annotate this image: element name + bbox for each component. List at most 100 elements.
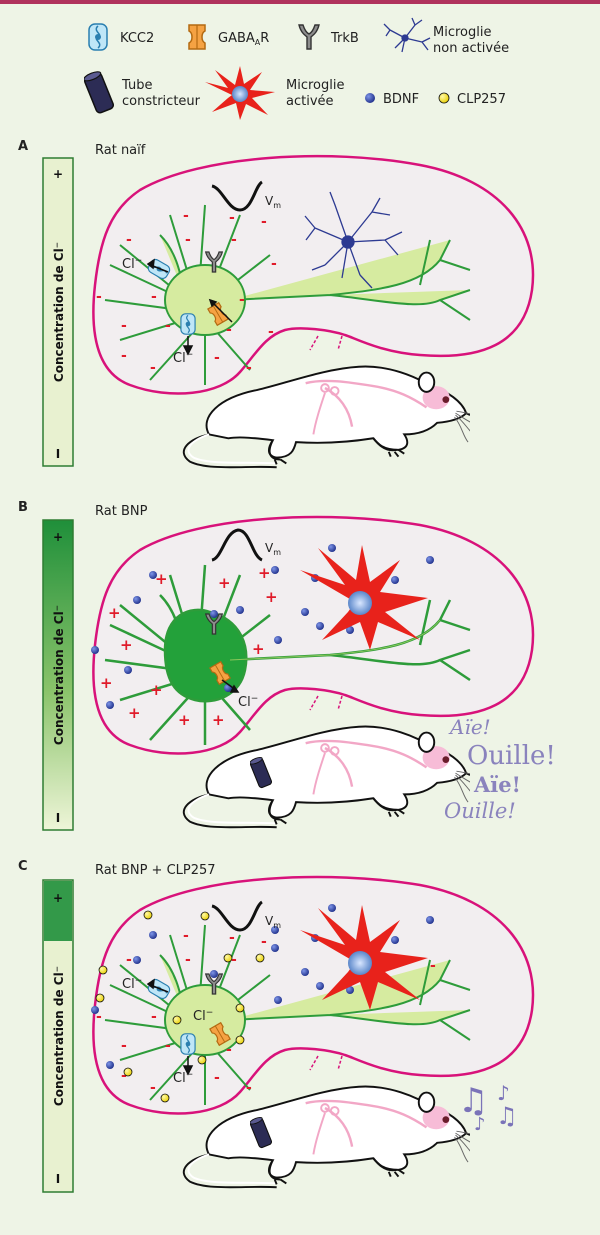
panel-c-activated-microglia [300,905,428,1010]
panel-c-title: Rat BNP + CLP257 [95,863,216,878]
svg-text:-: - [214,1070,220,1086]
panel-b-chloride-bar: + I Concentration de Cl⁻ [42,519,74,831]
svg-text:-: - [121,318,127,334]
legend-kcc2-label: KCC2 [120,31,154,46]
panel-c-vm-label: Vm [265,914,281,930]
activated-microglia-icon [205,66,275,120]
panel-c-vm-trace [211,900,264,932]
panel-b-vm-trace [211,528,263,562]
svg-text:-: - [126,232,132,248]
svg-text:-: - [214,350,220,366]
panel-b-ouch-1: Aïe! [448,715,491,739]
trkb-icon [298,24,320,50]
panel-a-bar-plus: + [53,167,63,181]
panel-b-title: Rat BNP [95,504,148,519]
panel-b-ouch-4: Ouille! [444,799,516,823]
panel-b-cl-label: Cl− [238,694,258,710]
constrictor-tube-icon [84,70,114,115]
svg-text:-: - [150,1080,156,1096]
panel-b-letter: B [18,500,28,515]
svg-text:-: - [126,952,132,968]
top-accent-bar [0,0,600,4]
panel-a-cl-label-lower: Cl− [173,350,193,366]
legend-resting-microglia-line2: non activée [433,41,509,56]
legend-tube-line1: Tube [121,78,152,93]
panel-c-bar-label: Concentration de Cl⁻ [52,966,66,1106]
panel-c-flux-arrows [146,978,194,1076]
panel-b-bar-minus: I [56,811,60,825]
svg-text:-: - [261,934,267,950]
panel-b-ouch-2: Ouille! [467,741,556,771]
panel-a-flux-arrows [146,258,233,356]
svg-text:-: - [150,360,156,376]
panel-c-trkb-bound-bdnf [210,970,218,978]
panel-b-ouch-3: Aïe! [473,772,521,797]
panel-c-clp257-dots [95,910,265,1103]
svg-text:-: - [121,1068,127,1084]
legend-activated-microglia-line2: activée [286,94,334,109]
panel-c-kcc2-lower-icon [180,1033,196,1055]
panel-c: C Rat BNP + CLP257 + I Concentration de … [18,859,535,1193]
panel-b-bar-label: Concentration de Cl⁻ [52,605,66,745]
svg-text:+: + [178,711,191,729]
svg-text:-: - [165,318,171,334]
svg-text:+: + [108,604,121,622]
svg-text:-: - [183,928,189,944]
panel-a: A Rat naïf + I Concentration de Cl⁻ --- … [18,139,535,469]
legend: KCC2 GABAAR TrkB Microglie non activée T… [84,17,509,120]
svg-text:-: - [151,289,157,305]
panel-a-title: Rat naïf [95,143,146,158]
svg-text:+: + [212,711,225,729]
panel-a-kcc2-lower-icon [180,313,196,335]
svg-text:-: - [183,208,189,224]
svg-text:-: - [185,232,191,248]
svg-text:+: + [120,636,133,654]
legend-bdnf-label: BDNF [383,92,419,107]
svg-text:-: - [226,322,232,338]
panel-c-bar-minus: I [56,1172,60,1186]
panel-c-letter: C [18,859,28,874]
svg-text:-: - [271,256,277,272]
panel-a-bar-label: Concentration de Cl⁻ [52,242,66,382]
svg-text:+: + [100,674,113,692]
legend-activated-microglia-line1: Microglie [286,78,344,93]
panel-a-link-lines [309,335,343,351]
panel-c-cl-label-center: Cl− [193,1008,213,1024]
panel-c-music-notes: ♫ ♪ ♫ ♪ [458,1081,518,1135]
svg-text:-: - [231,952,237,968]
svg-text:-: - [151,1009,157,1025]
svg-text:-: - [185,952,191,968]
panel-c-cl-label-upper: Cl− [122,976,142,992]
legend-resting-microglia-line1: Microglie [433,25,491,40]
music-note-large-icon: ♫ [458,1081,488,1121]
panel-a-letter: A [18,139,28,154]
panel-b-activated-microglia [300,545,428,650]
music-note-small-icon: ♪ [497,1081,510,1105]
panel-c-bdnf-dots [91,904,434,1069]
gabaa-receptor-icon [188,24,206,50]
panel-b-link-lines [309,695,343,711]
svg-text:-: - [96,289,102,305]
panel-b-charges: +++ +++ +++ +++ [100,564,278,729]
panel-b-dendrite-highlights [229,619,441,661]
svg-text:-: - [231,232,237,248]
svg-text:-: - [268,324,274,340]
panel-a-bar-minus: I [56,447,60,461]
panel-c-cl-label-lower: Cl− [173,1070,193,1086]
music-note-tiny-icon: ♪ [474,1114,486,1135]
panel-a-chloride-bar: + I Concentration de Cl⁻ [42,157,74,467]
svg-text:-: - [165,1038,171,1054]
panel-b-bar-plus: + [53,530,63,544]
svg-text:+: + [252,640,265,658]
bdnf-dot-icon [365,93,375,103]
legend-gabaar-label: GABAAR [218,31,269,47]
panel-a-charges: --- --- --- --- --- --- [96,208,277,376]
panel-a-vm-trace [211,180,264,212]
panel-c-link-lines [309,1055,343,1071]
panel-c-bar-plus: + [53,891,63,905]
svg-text:+: + [258,564,271,582]
panel-b: B Rat BNP + I Concentration de Cl⁻ + + + +… [18,500,556,831]
svg-text:-: - [430,958,436,974]
svg-text:-: - [246,360,252,376]
svg-text:+: + [155,570,168,588]
